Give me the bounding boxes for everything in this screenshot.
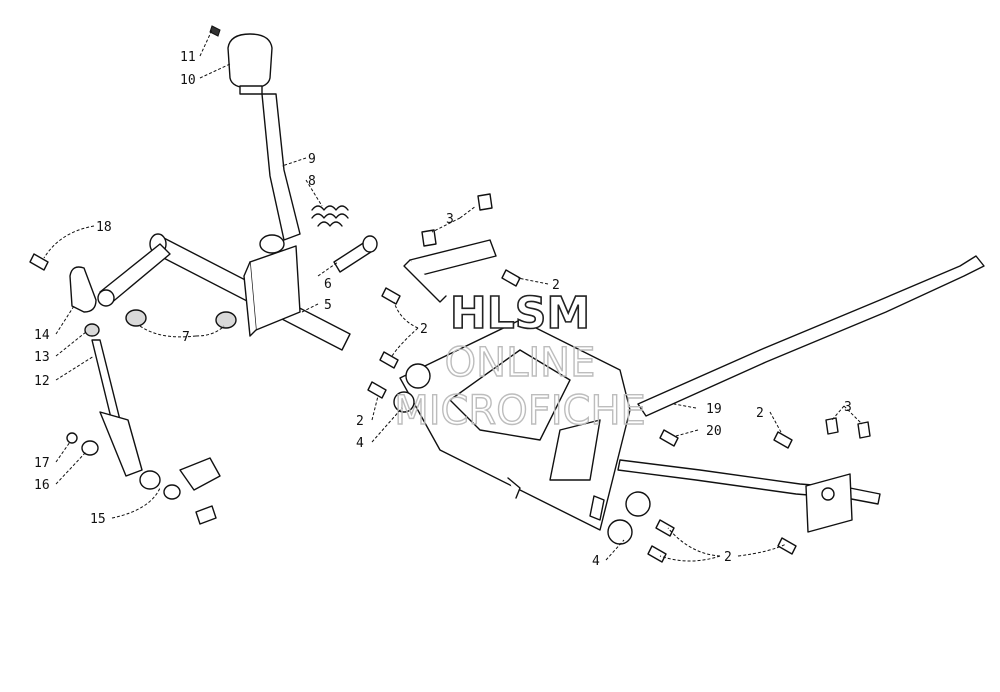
- callout-15: 15: [90, 512, 106, 527]
- watermark-line1: HLSM: [450, 288, 590, 339]
- rod-end-bolt: [29, 253, 49, 271]
- callout-4-left: 4: [356, 436, 364, 451]
- pivot-bolt: [333, 235, 378, 273]
- callout-14: 14: [34, 328, 50, 343]
- shift-shaft: [97, 233, 351, 351]
- callout-3-upper: 3: [446, 212, 454, 227]
- lever-spring: [311, 205, 349, 227]
- leader-lines: [43, 29, 863, 562]
- clip-upper-a: [421, 229, 437, 247]
- bolts-lower: [647, 431, 797, 563]
- spacer-left: [393, 363, 431, 413]
- callout-19: 19: [706, 402, 722, 417]
- callout-17: 17: [34, 456, 50, 471]
- lock-nut-right: [215, 311, 237, 329]
- jam-nut: [84, 323, 100, 337]
- washer-large: [81, 440, 99, 456]
- callout-13: 13: [34, 350, 50, 365]
- callout-7: 7: [182, 330, 190, 345]
- right-bracket: [805, 473, 853, 533]
- callout-11: 11: [180, 50, 196, 65]
- callout-16: 16: [34, 478, 50, 493]
- shaft-bracket: [243, 245, 301, 337]
- lock-nut-left: [125, 309, 147, 327]
- callout-5: 5: [324, 298, 332, 313]
- upper-bracket: [403, 239, 497, 303]
- callout-6: 6: [324, 277, 332, 292]
- callout-3-right: 3: [844, 400, 852, 415]
- spacers-lower: [589, 491, 651, 545]
- bolts-left: [367, 269, 521, 399]
- pivot-assembly: [139, 457, 221, 525]
- callout-2-upper-left: 2: [420, 322, 428, 337]
- callout-18: 18: [96, 220, 112, 235]
- rod-bolt: [659, 429, 679, 447]
- callout-9: 9: [308, 152, 316, 167]
- knob-screw: [209, 25, 221, 37]
- washer-small: [66, 432, 78, 444]
- linkage-rod: [91, 339, 143, 477]
- shift-knob: [227, 33, 273, 95]
- callout-12: 12: [34, 374, 50, 389]
- callout-4-lower: 4: [592, 554, 600, 569]
- callout-20: 20: [706, 424, 722, 439]
- clip-upper-b: [477, 193, 493, 211]
- callout-10: 10: [180, 73, 196, 88]
- watermark-line3: MICROFICHE: [394, 388, 646, 434]
- watermark-line2: ONLINE: [445, 340, 596, 386]
- callout-2-left: 2: [356, 414, 364, 429]
- rod-end: [69, 266, 97, 313]
- callout-2-lower: 2: [724, 550, 732, 565]
- callout-2-upper-right: 2: [552, 278, 560, 293]
- watermark: HLSM ONLINE MICROFICHE: [393, 287, 646, 435]
- callout-8: 8: [308, 174, 316, 189]
- main-frame-plate: [399, 319, 631, 531]
- clips-right: [825, 417, 871, 439]
- shift-lever: [259, 93, 301, 254]
- callout-labels: 11 10 9 8 18 6 5 7 14 13 12 17 16 15 3 2…: [34, 50, 852, 569]
- callout-2-right: 2: [756, 406, 764, 421]
- long-shift-rod: [637, 255, 985, 417]
